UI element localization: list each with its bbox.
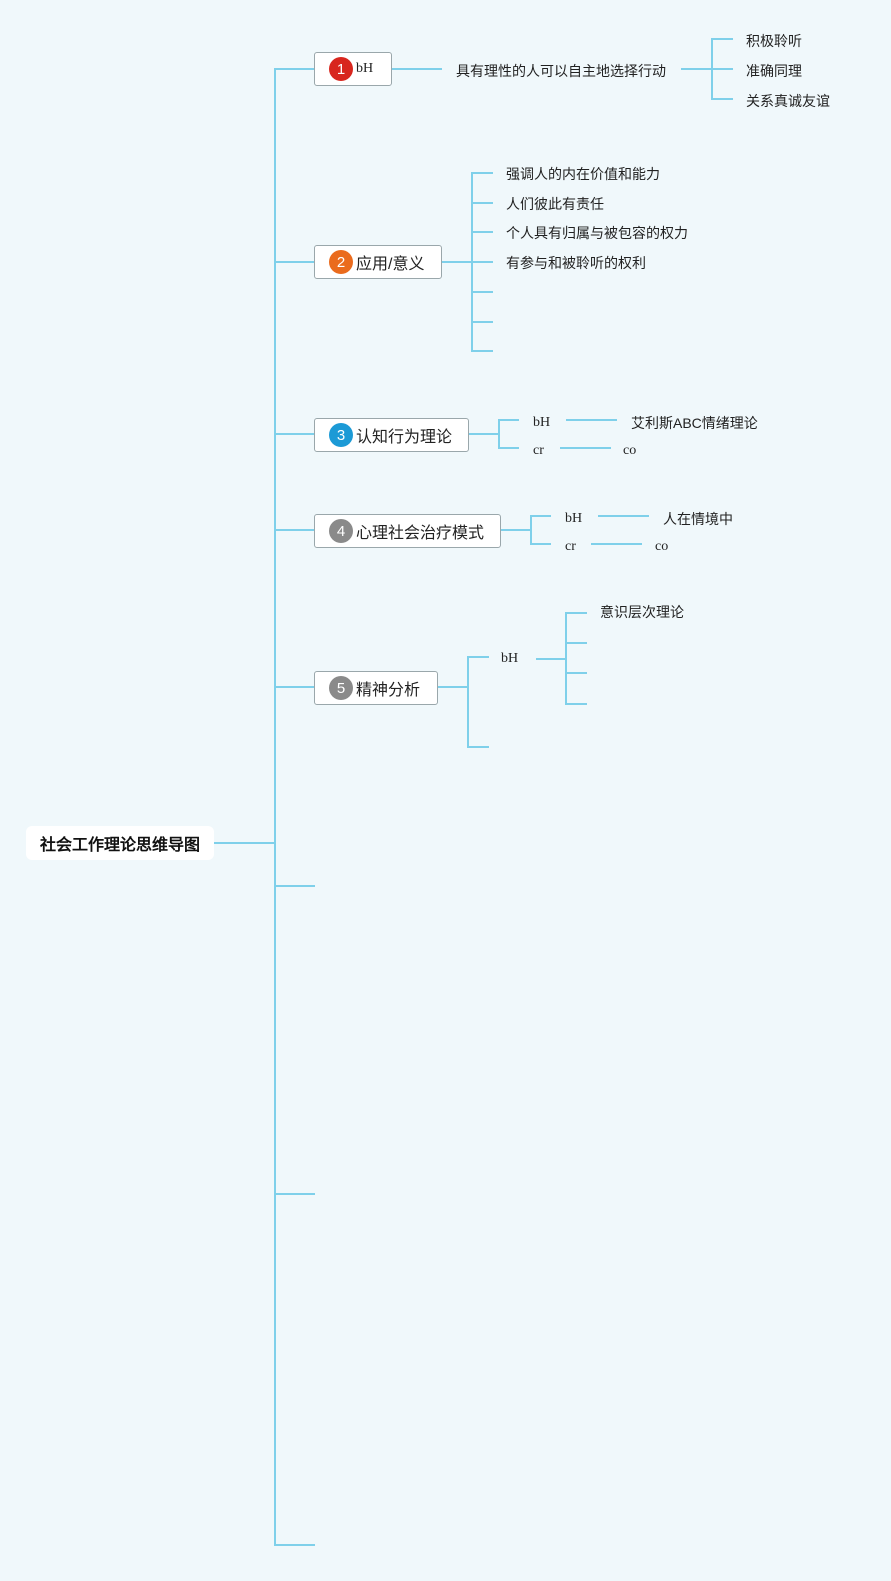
branch-1-child[interactable]: 具有理性的人可以自主地选择行动 [456, 63, 666, 79]
branch-4-label: 心理社会治疗模式 [356, 525, 485, 542]
branch-2-leaf-3[interactable]: 个人具有归属与被包容的权力 [506, 225, 688, 241]
branch-5-topic[interactable]: 5 精神分析 [314, 671, 438, 705]
branch-1-topic[interactable]: 1 bH [314, 52, 392, 86]
branch-4-key-2[interactable]: cr [565, 539, 576, 554]
branch-5-leaf-1[interactable]: 意识层次理论 [600, 604, 684, 620]
branch-4-value-1[interactable]: 人在情境中 [663, 511, 733, 527]
number-badge-1: 1 [329, 57, 353, 81]
branch-3-topic[interactable]: 3 认知行为理论 [314, 418, 469, 452]
branch-3-value-1[interactable]: 艾利斯ABC情绪理论 [631, 415, 758, 431]
branch-2-topic[interactable]: 2 应用/意义 [314, 245, 442, 279]
branch-4-key-1[interactable]: bH [565, 511, 583, 526]
branch-3-label: 认知行为理论 [356, 429, 453, 446]
branch-2-label: 应用/意义 [356, 256, 425, 273]
branch-5-label: 精神分析 [356, 682, 421, 699]
root-topic-label: 社会工作理论思维导图 [39, 837, 200, 854]
branch-1-label: bH [356, 61, 374, 76]
branch-2-leaf-2[interactable]: 人们彼此有责任 [506, 196, 604, 212]
number-badge-3: 3 [329, 423, 353, 447]
number-badge-5: 5 [329, 676, 353, 700]
branch-3-key-1[interactable]: bH [533, 415, 551, 430]
branch-1-leaf-3[interactable]: 关系真诚友谊 [746, 93, 830, 109]
branch-4-topic[interactable]: 4 心理社会治疗模式 [314, 514, 501, 548]
number-badge-4: 4 [329, 519, 353, 543]
number-badge-2: 2 [329, 250, 353, 274]
branch-3-key-2[interactable]: cr [533, 443, 544, 458]
branch-3-value-2[interactable]: co [623, 443, 637, 458]
branch-1-leaf-1[interactable]: 积极聆听 [746, 33, 802, 49]
branch-2-leaf-1[interactable]: 强调人的内在价值和能力 [506, 166, 660, 182]
root-topic[interactable]: 社会工作理论思维导图 [26, 826, 214, 860]
branch-5-child[interactable]: bH [501, 651, 519, 666]
branch-1-leaf-2[interactable]: 准确同理 [746, 63, 802, 79]
branch-2-leaf-4[interactable]: 有参与和被聆听的权利 [506, 255, 646, 271]
branch-4-value-2[interactable]: co [655, 539, 669, 554]
